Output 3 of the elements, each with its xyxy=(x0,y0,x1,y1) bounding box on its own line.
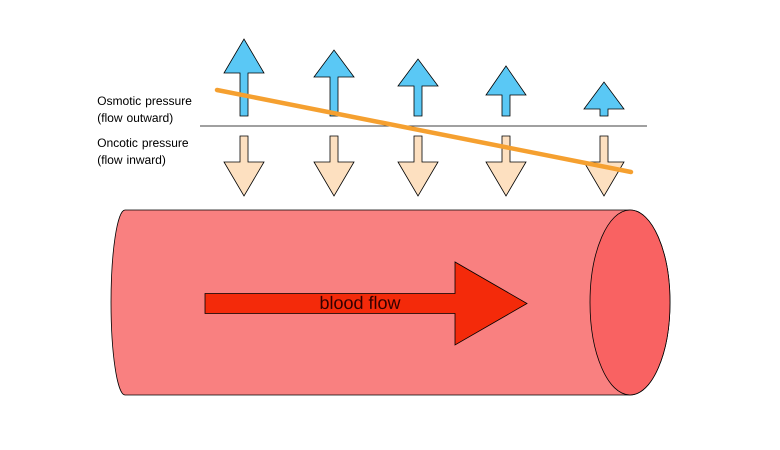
pressure-label: Oncotic pressure (flow inward) xyxy=(98,138,188,166)
pressure-label: Osmotic pressure (flow outward) xyxy=(98,96,192,124)
blood-vessel-drawing xyxy=(110,210,670,396)
